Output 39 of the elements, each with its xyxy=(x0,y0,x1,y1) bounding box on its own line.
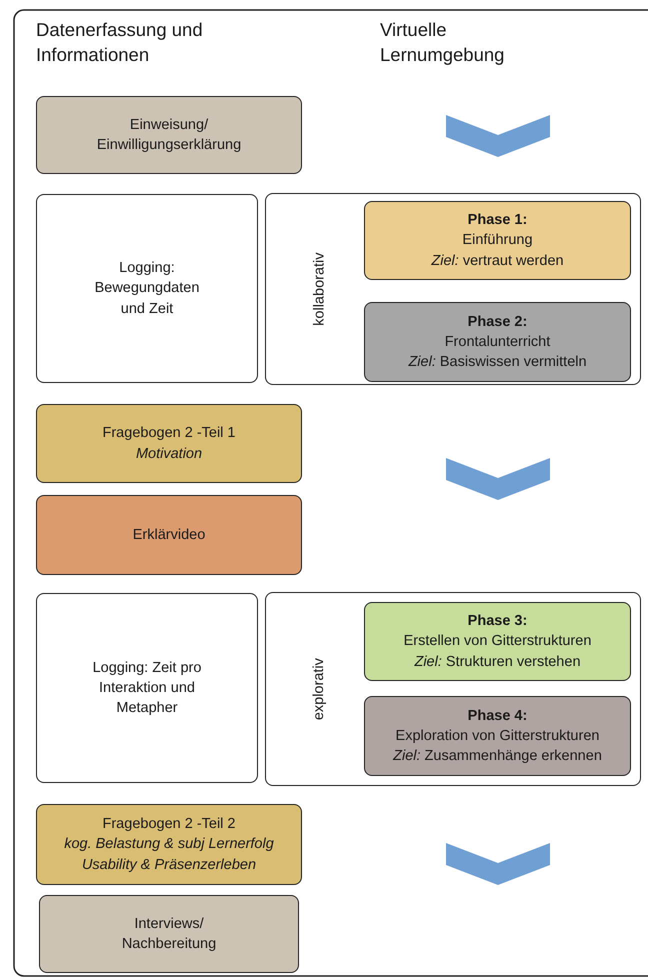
phase-box xyxy=(364,201,631,280)
phase-box xyxy=(364,602,631,681)
node-text: kog. Belastung & subj Lernerfolg xyxy=(63,835,275,854)
node-title: Interviews/ Nachbereitung xyxy=(120,914,218,954)
node-title: Einweisung/ Einwilligungserklärung xyxy=(96,116,242,155)
process-box xyxy=(36,96,302,174)
node-text: Ziel: vertraut werden xyxy=(430,252,565,271)
group-label: explorativ xyxy=(310,658,328,720)
node-title: Phase 4: xyxy=(466,706,528,726)
node-text: Ziel: Basiswissen vermitteln xyxy=(407,353,588,372)
node-title: Phase 3: xyxy=(466,612,528,632)
process-box xyxy=(36,194,258,383)
node-title: Fragebogen 2 -Teil 1 xyxy=(102,424,236,444)
node-title: Phase 1: xyxy=(466,211,528,230)
node-text: Ziel: Zusammenhänge erkennen xyxy=(392,747,603,766)
process-box xyxy=(36,593,258,783)
column-heading: Virtuelle Lernumgebung xyxy=(380,18,506,67)
node-title: Fragebogen 2 -Teil 2 xyxy=(102,815,236,834)
node-text: Exploration von Gitterstrukturen xyxy=(394,726,600,746)
node-title: Logging: Zeit pro Interaktion und Metapher xyxy=(92,658,202,718)
node-text: Erstellen von Gitterstrukturen xyxy=(402,632,592,652)
process-box xyxy=(36,404,302,483)
node-title: Phase 2: xyxy=(466,312,528,332)
node-text: Motivation xyxy=(134,444,204,464)
process-box xyxy=(39,895,299,973)
node-text: Ziel: Strukturen verstehen xyxy=(413,652,582,672)
group-label: kollaborativ xyxy=(310,252,328,326)
phase-box xyxy=(364,696,631,776)
group-panel xyxy=(265,592,641,786)
node-text: Usability & Präsenzerleben xyxy=(80,856,258,875)
phase-box xyxy=(364,302,631,382)
node-title: Erklärvideo xyxy=(132,526,206,545)
node-title: Logging: Bewegungdaten und Zeit xyxy=(94,259,200,319)
group-panel xyxy=(265,193,641,385)
process-box xyxy=(36,495,302,575)
phase-box xyxy=(36,804,302,885)
node-text: Frontalunterricht xyxy=(444,332,552,352)
column-heading: Datenerfassung und Informationen xyxy=(36,18,204,67)
node-text: Einführung xyxy=(461,231,534,250)
